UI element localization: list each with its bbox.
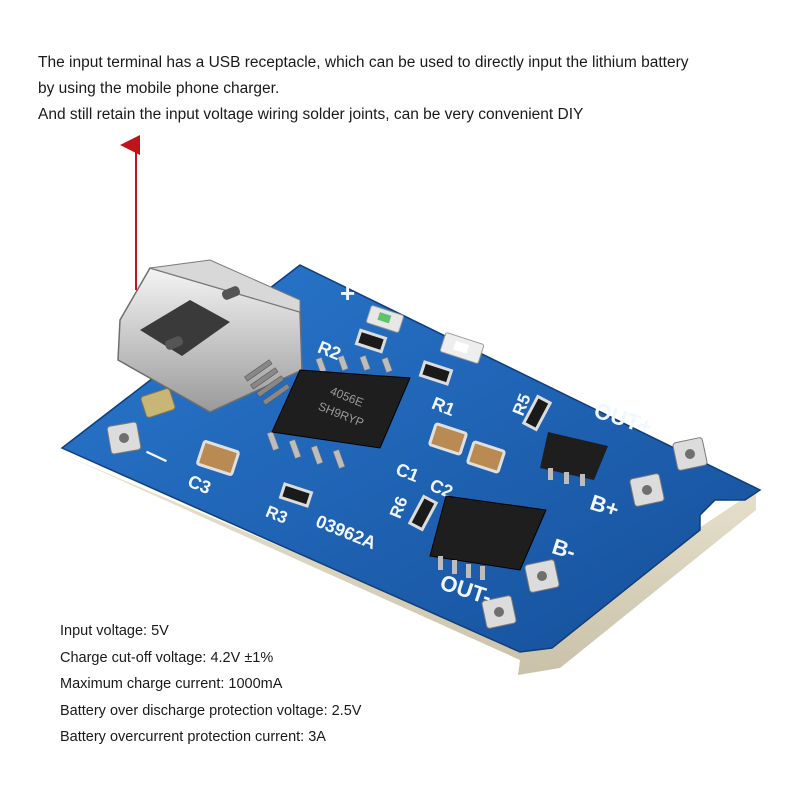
capacitors bbox=[196, 422, 506, 476]
label-plus: + bbox=[340, 278, 355, 308]
spec-cutoff-voltage: Charge cut-off voltage: 4.2V ±1% bbox=[60, 649, 274, 666]
spec-overcurrent: Battery overcurrent protection current: … bbox=[60, 729, 326, 745]
protection-chip bbox=[429, 495, 547, 580]
charger-chip: 4056E SH9RYP bbox=[266, 355, 411, 469]
spec-input-voltage: Input voltage: 5V bbox=[60, 623, 169, 639]
description-line-1: The input terminal has a USB receptacle,… bbox=[38, 54, 689, 71]
description-line-2: by using the mobile phone charger. bbox=[38, 80, 280, 97]
spec-max-current: Maximum charge current: 1000mA bbox=[60, 676, 283, 692]
resistors bbox=[278, 328, 553, 532]
small-chip bbox=[540, 432, 608, 486]
leds bbox=[366, 305, 485, 364]
usb-receptacle bbox=[117, 259, 303, 418]
spec-list: Input voltage: 5V Charge cut-off voltage… bbox=[60, 618, 361, 751]
description-line-3: And still retain the input voltage wirin… bbox=[38, 106, 584, 123]
description-text: The input terminal has a USB receptacle,… bbox=[38, 50, 758, 128]
spec-over-discharge: Battery over discharge protection voltag… bbox=[60, 702, 362, 719]
